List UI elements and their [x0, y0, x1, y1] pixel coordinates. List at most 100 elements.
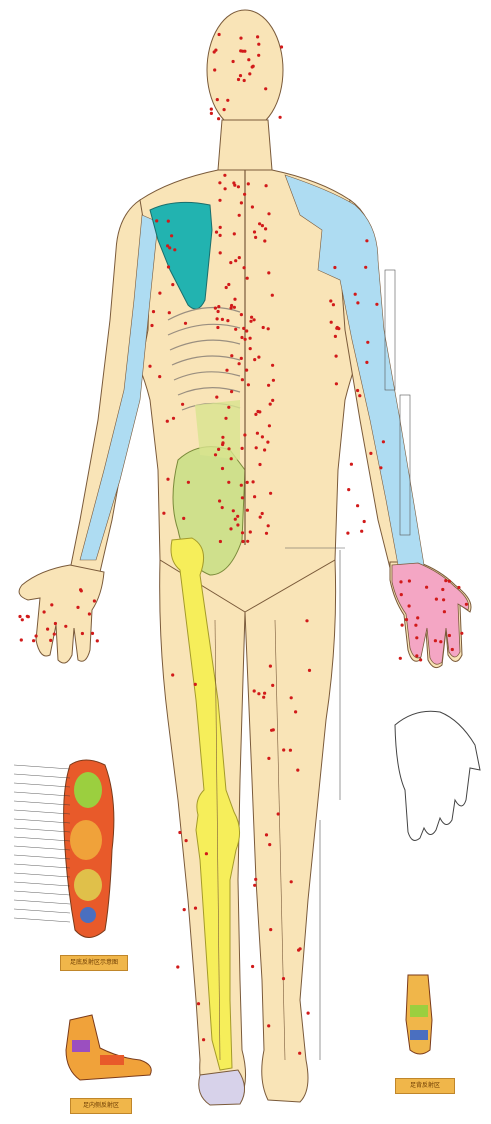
acupoint	[251, 965, 254, 968]
acupoint	[419, 658, 422, 661]
acupoint	[299, 947, 302, 950]
acupoint	[214, 307, 217, 310]
acupoint	[214, 49, 217, 52]
acupoint	[356, 389, 359, 392]
acupoint	[187, 481, 190, 484]
acupoint	[238, 256, 241, 259]
acupoint	[217, 305, 220, 308]
acupoint	[268, 424, 271, 427]
acupoint	[365, 239, 368, 242]
acupoint	[183, 908, 186, 911]
acupoint	[265, 833, 268, 836]
acupoint	[21, 618, 24, 621]
leader-line	[14, 864, 70, 868]
acupoint	[267, 212, 270, 215]
side-foot-reflex-chart	[66, 1015, 151, 1080]
acupoint	[219, 251, 222, 254]
acupoint	[158, 292, 161, 295]
acupoint	[233, 298, 236, 301]
acupoint	[451, 648, 454, 651]
acupoint	[443, 610, 446, 613]
acupoint	[243, 79, 246, 82]
acupoint	[460, 632, 463, 635]
acupoint	[247, 383, 250, 386]
acupoint	[239, 74, 242, 77]
acupoint	[64, 625, 67, 628]
acupoint	[197, 1002, 200, 1005]
acupoint	[182, 517, 185, 520]
leader-line	[14, 873, 70, 877]
acupoint	[245, 329, 248, 332]
acupoint	[234, 328, 237, 331]
acupoint	[214, 453, 217, 456]
leader-line	[14, 909, 70, 913]
acupoint	[255, 446, 258, 449]
palm-outline-diagram	[395, 711, 480, 840]
acupoint	[405, 618, 408, 621]
acupoint	[247, 182, 250, 185]
acupoint	[227, 283, 230, 286]
acupoint	[178, 831, 181, 834]
acupoint	[168, 311, 171, 314]
acupoint	[202, 1038, 205, 1041]
acupoint	[171, 283, 174, 286]
acupoint	[176, 965, 179, 968]
acupoint	[210, 108, 213, 111]
leader-line	[14, 855, 70, 859]
acupoint	[335, 382, 338, 385]
acupoint	[269, 492, 272, 495]
acupoint	[162, 512, 165, 515]
acupoint	[249, 530, 252, 533]
acupoint	[225, 286, 228, 289]
top-foot-reflex-chart	[406, 975, 432, 1054]
acupoint	[227, 406, 230, 409]
acupoint	[442, 598, 445, 601]
acupoint	[354, 293, 357, 296]
acupoint	[241, 447, 244, 450]
acupoint	[218, 181, 221, 184]
leader-line	[14, 774, 70, 778]
acupoint	[360, 530, 363, 533]
acupoint	[215, 231, 218, 234]
acupoint	[294, 710, 297, 713]
acupoint	[229, 261, 232, 264]
acupoint	[256, 35, 259, 38]
acupoint	[305, 619, 308, 622]
acupoint	[181, 403, 184, 406]
acupoint	[408, 579, 411, 582]
acupoint	[241, 496, 244, 499]
acupoint	[448, 634, 451, 637]
acupoint	[296, 769, 299, 772]
heel-region	[199, 1070, 245, 1105]
acupoint	[441, 588, 444, 591]
acupoint	[49, 639, 52, 642]
leader-line	[14, 846, 70, 850]
acupoint	[366, 341, 369, 344]
acupoint	[264, 227, 267, 230]
acupoint	[230, 354, 233, 357]
acupoint	[252, 65, 255, 68]
acupoint	[448, 580, 451, 583]
acupoint	[249, 347, 252, 350]
acupoint	[261, 224, 264, 227]
acupoint	[240, 201, 243, 204]
acupoint	[167, 265, 170, 268]
acupoint	[240, 484, 243, 487]
acupoint	[253, 318, 256, 321]
acupoint	[434, 639, 437, 642]
acupoint	[233, 184, 236, 187]
acupoint	[262, 326, 265, 329]
acupoint	[279, 116, 282, 119]
acupoint	[241, 50, 244, 53]
acupoint	[243, 433, 246, 436]
leader-line	[14, 918, 70, 922]
acupoint	[216, 98, 219, 101]
acupoint	[96, 639, 99, 642]
acupoint	[267, 327, 270, 330]
spine-lower-region	[195, 400, 240, 460]
acupoint	[248, 72, 251, 75]
acupoint	[241, 378, 244, 381]
acupoint	[216, 317, 219, 320]
acupoint	[265, 184, 268, 187]
acupoint	[170, 234, 173, 237]
